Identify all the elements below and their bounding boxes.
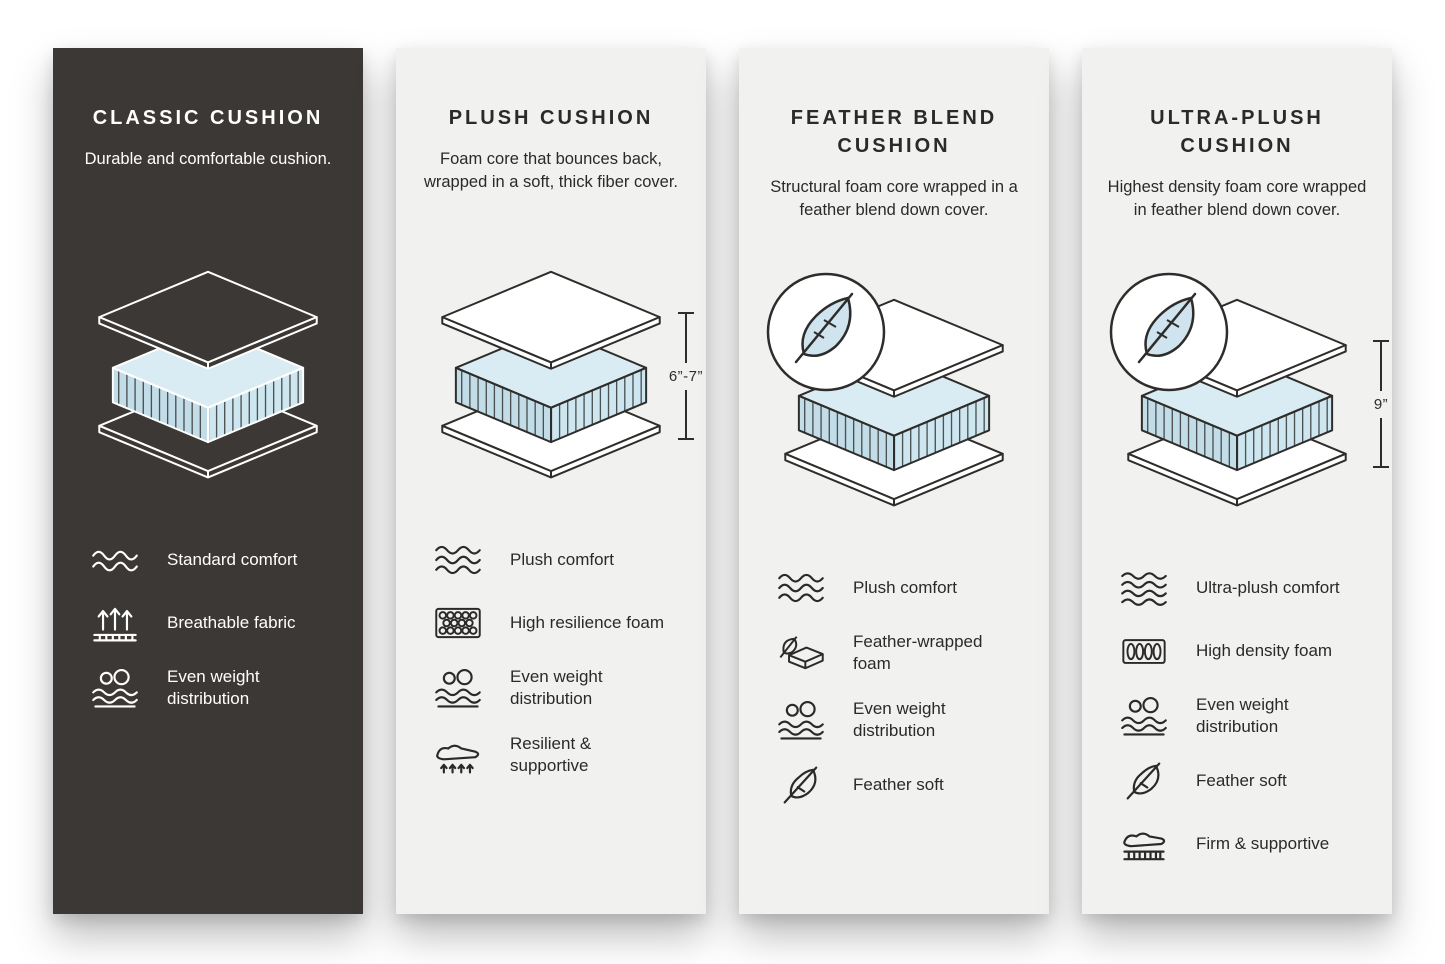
feature-label: Even weight distribution — [510, 667, 603, 709]
even-weight-icon — [432, 668, 484, 708]
height-measurement: 9” — [1373, 340, 1389, 468]
feature-row: Feather-wrapped foam — [775, 631, 1023, 675]
measure-line — [1380, 417, 1382, 466]
feather-icon — [1118, 761, 1170, 801]
waves-icon — [1118, 568, 1170, 608]
firm-supportive-icon — [1118, 824, 1170, 864]
measurement-value: 6”-7” — [668, 367, 703, 385]
feature-list: Standard comfort Breathable fabric Even … — [77, 540, 339, 710]
waves-icon — [89, 540, 141, 580]
feather-badge-icon — [764, 270, 888, 394]
even-weight-icon — [775, 700, 827, 740]
card-description: Durable and comfortable cushion. — [84, 150, 332, 168]
even-weight-icon — [1118, 696, 1170, 736]
height-measurement: 6”-7” — [669, 312, 703, 440]
feature-row: Plush comfort — [432, 540, 680, 580]
cushion-layers-illustration — [433, 270, 669, 482]
high-density-foam-icon — [1118, 631, 1170, 671]
feature-row: Resilient & supportive — [432, 733, 680, 777]
measure-tick-bottom — [1373, 466, 1389, 468]
feature-label: Ultra-plush comfort — [1196, 577, 1340, 597]
feature-row: Standard comfort — [89, 540, 337, 580]
feature-label: Feather-wrapped foam — [853, 632, 983, 674]
card-description: Structural foam core wrapped in a feathe… — [770, 178, 1018, 220]
card-title: ULTRA-PLUSH CUSHION — [1150, 107, 1324, 157]
feature-label: High resilience foam — [510, 612, 665, 632]
card-classic-cushion: CLASSIC CUSHION Durable and comfortable … — [53, 48, 363, 914]
resilient-icon — [432, 735, 484, 775]
feature-label: High density foam — [1196, 640, 1333, 660]
card-title: FEATHER BLEND CUSHION — [790, 107, 998, 157]
even-weight-icon — [89, 668, 141, 708]
feature-label: Plush comfort — [853, 577, 957, 597]
feature-label: Plush comfort — [510, 549, 614, 569]
feature-label: Firm & supportive — [1196, 834, 1330, 854]
feature-row: Feather soft — [775, 765, 1023, 805]
feather-badge-icon — [1107, 270, 1231, 394]
feature-label: Feather soft — [1196, 771, 1287, 791]
measure-line — [684, 389, 687, 438]
cushion-diagram — [90, 270, 326, 508]
feature-label: Even weight distribution — [167, 667, 260, 709]
cushion-diagram — [776, 298, 1012, 536]
cushion-diagram: 6”-7” — [433, 270, 702, 508]
feature-row: Even weight distribution — [1118, 694, 1366, 738]
feather-wrapped-foam-icon — [775, 633, 827, 673]
feature-row: Breathable fabric — [89, 603, 337, 643]
feather-icon — [775, 765, 827, 805]
feature-list: Plush comfort Feather-wrapped foam Even … — [763, 568, 1025, 805]
cushion-layers-illustration — [90, 270, 326, 482]
card-title: PLUSH CUSHION — [448, 107, 654, 129]
feature-row: High density foam — [1118, 631, 1366, 671]
card-plush-cushion: PLUSH CUSHION Foam core that bounces bac… — [396, 48, 706, 914]
feature-label: Even weight distribution — [853, 699, 946, 741]
feature-row: Ultra-plush comfort — [1118, 568, 1366, 608]
feature-row: Even weight distribution — [432, 666, 680, 710]
card-ultra-plush-cushion: ULTRA-PLUSH CUSHION Highest density foam… — [1082, 48, 1392, 914]
feature-row: Feather soft — [1118, 761, 1366, 801]
card-feather-blend-cushion: FEATHER BLEND CUSHION Structural foam co… — [739, 48, 1049, 914]
feature-row: Even weight distribution — [89, 666, 337, 710]
feature-label: Breathable fabric — [167, 612, 296, 632]
measure-tick-top — [1373, 340, 1389, 342]
card-description: Highest density foam core wrapped in fea… — [1107, 178, 1367, 220]
feature-row: Even weight distribution — [775, 698, 1023, 742]
feature-label: Standard comfort — [167, 549, 298, 569]
measure-line — [1380, 342, 1382, 391]
feature-list: Ultra-plush comfort High density foam Ev… — [1106, 568, 1368, 864]
measurement-value: 9” — [1373, 395, 1389, 413]
honeycomb-foam-icon — [432, 603, 484, 643]
feature-row: Plush comfort — [775, 568, 1023, 608]
feature-list: Plush comfort High resilience foam Even … — [420, 540, 682, 777]
feature-label: Resilient & supportive — [510, 734, 592, 776]
measure-tick-bottom — [677, 438, 694, 440]
measure-line — [684, 314, 687, 363]
waves-icon — [432, 540, 484, 580]
cushion-diagram: 9” — [1119, 298, 1389, 536]
feature-label: Even weight distribution — [1196, 695, 1289, 737]
feature-label: Feather soft — [853, 775, 944, 795]
measure-tick-top — [677, 312, 694, 314]
card-title: CLASSIC CUSHION — [92, 107, 324, 129]
breathable-fabric-icon — [89, 603, 141, 643]
feature-row: High resilience foam — [432, 603, 680, 643]
feature-row: Firm & supportive — [1118, 824, 1366, 864]
card-description: Foam core that bounces back, wrapped in … — [423, 150, 679, 192]
waves-icon — [775, 568, 827, 608]
